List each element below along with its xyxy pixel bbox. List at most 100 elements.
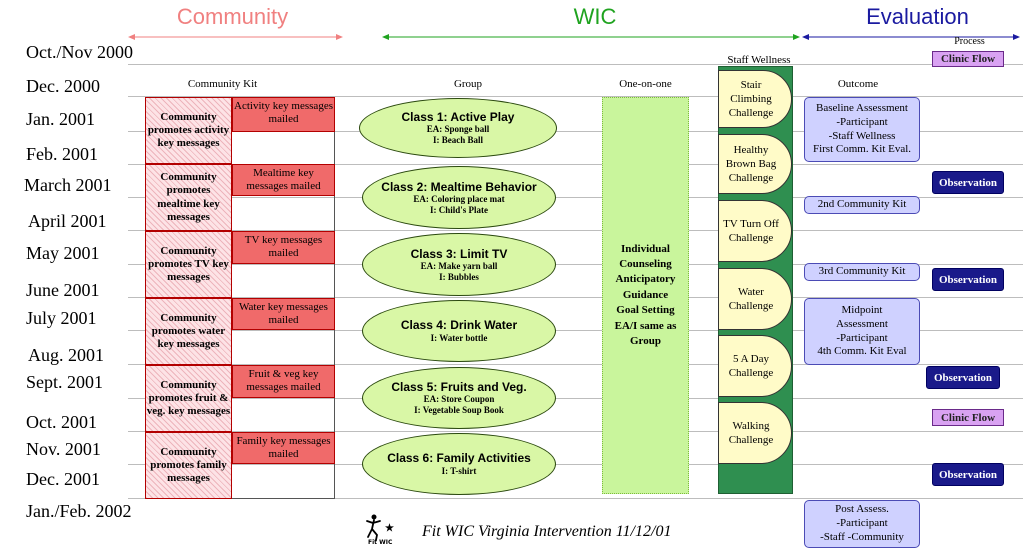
one-on-one-line: Individual xyxy=(621,242,670,255)
class-ea: EA: Make yarn ball xyxy=(420,260,498,271)
grid-line xyxy=(128,398,1023,399)
observation-box: Observation xyxy=(932,463,1004,486)
date-label: May 2001 xyxy=(26,243,100,263)
wic-arrow xyxy=(382,30,800,42)
date-label: Jan./Feb. 2002 xyxy=(26,501,132,521)
date-label: Jan. 2001 xyxy=(26,109,95,129)
class-ellipse: Class 3: Limit TV EA: Make yarn ball I: … xyxy=(362,233,556,296)
grid-line xyxy=(128,197,1023,198)
mailed-box: TV key messages mailed xyxy=(232,231,335,264)
one-on-one-box: Individual Counseling Anticipatory Guida… xyxy=(602,97,689,494)
observation-box: Observation xyxy=(926,366,1000,389)
one-on-one-line: Guidance xyxy=(622,288,669,301)
class-title: Class 5: Fruits and Veg. xyxy=(391,380,527,394)
class-ea: EA: Sponge ball xyxy=(426,124,490,135)
class-incentive: I: Child's Plate xyxy=(429,204,488,215)
grid-line xyxy=(128,96,1023,97)
wic-header: WIC xyxy=(573,4,617,29)
date-label: Feb. 2001 xyxy=(26,144,98,164)
class-title: Class 3: Limit TV xyxy=(410,246,508,261)
column-header-process: Process xyxy=(954,36,985,47)
community-kit-box: Community promotes family messages xyxy=(145,432,232,499)
class-title: Class 6: Family Activities xyxy=(387,451,531,466)
grid-line xyxy=(128,64,1023,65)
date-label: Aug. 2001 xyxy=(28,345,104,365)
date-label: July 2001 xyxy=(26,308,97,328)
evaluation-header: Evaluation xyxy=(866,4,969,29)
observation-box: Observation xyxy=(932,268,1004,291)
class-title: Class 4: Drink Water xyxy=(400,318,518,333)
class-incentive: I: Bubbles xyxy=(439,271,479,282)
column-header-community-kit: Community Kit xyxy=(187,78,258,90)
mailed-box: Water key messages mailed xyxy=(232,298,335,330)
column-header-outcome: Outcome xyxy=(837,78,879,90)
class-incentive: I: Beach Ball xyxy=(432,135,483,146)
grid-line xyxy=(128,264,1023,265)
date-label: April 2001 xyxy=(28,211,107,231)
outcome-3rd-community-kit: 3rd Community Kit xyxy=(804,263,920,281)
outcome-2nd-community-kit: 2nd Community Kit xyxy=(804,196,920,214)
grid-line xyxy=(128,297,1023,298)
grid-line xyxy=(128,464,1023,465)
one-on-one-line: EA/I same as xyxy=(614,319,677,332)
grid-line xyxy=(128,364,1023,365)
date-label: Dec. 2001 xyxy=(26,469,100,489)
outcome-post-assessment: Post Assess.-Participant-Staff -Communit… xyxy=(804,500,920,548)
class-title: Class 1: Active Play xyxy=(401,110,515,124)
clinic-flow-box: Clinic Flow xyxy=(932,409,1004,426)
svg-text:Fit WIC: Fit WIC xyxy=(368,539,393,546)
column-header-group: Group xyxy=(453,78,483,90)
community-kit-box: Community promotes TV key messages xyxy=(145,231,232,298)
mailed-box: Mealtime key messages mailed xyxy=(232,164,335,196)
grid-line xyxy=(128,164,1023,165)
class-ellipse: Class 4: Drink Water I: Water bottle xyxy=(362,300,556,362)
class-ellipse: Class 6: Family Activities I: T-shirt xyxy=(362,433,556,495)
date-label: Dec. 2000 xyxy=(26,76,100,96)
date-label: Oct./Nov 2000 xyxy=(26,42,133,62)
svg-text:★: ★ xyxy=(385,523,394,534)
footer-caption: Fit WIC Virginia Intervention 11/12/01 xyxy=(422,523,672,540)
observation-box: Observation xyxy=(932,171,1004,194)
class-ellipse: Class 1: Active Play EA: Sponge ball I: … xyxy=(359,98,557,158)
class-ellipse: Class 5: Fruits and Veg. EA: Store Coupo… xyxy=(362,367,556,429)
mailed-box: Activity key messages mailed xyxy=(232,97,335,132)
class-incentive: I: Vegetable Soup Book xyxy=(414,405,504,416)
class-incentive: I: T-shirt xyxy=(441,465,477,476)
date-label: Sept. 2001 xyxy=(26,372,104,392)
mailed-box: Fruit & veg key messages mailed xyxy=(232,365,335,398)
outcome-baseline-assessment: Baseline Assessment-Participant-Staff We… xyxy=(804,97,920,162)
grid-line xyxy=(128,330,1023,331)
community-kit-box: Community promotes activity key messages xyxy=(145,97,232,164)
clinic-flow-box: Clinic Flow xyxy=(932,51,1004,67)
evaluation-arrow xyxy=(802,30,1020,42)
community-kit-box: Community promotes fruit & veg. key mess… xyxy=(145,365,232,432)
fit-wic-logo: ★ Fit WIC xyxy=(363,512,403,546)
community-kit-box: Community promotes water key messages xyxy=(145,298,232,365)
date-label: Oct. 2001 xyxy=(26,412,97,432)
mailed-box: Family key messages mailed xyxy=(232,432,335,464)
one-on-one-line: Group xyxy=(630,334,661,347)
community-header: Community xyxy=(176,4,289,29)
class-ellipse: Class 2: Mealtime Behavior EA: Coloring … xyxy=(362,166,556,229)
grid-line xyxy=(128,431,1023,432)
grid-line xyxy=(128,131,1023,132)
one-on-one-line: Counseling xyxy=(619,258,672,271)
community-arrow xyxy=(128,30,343,42)
grid-line xyxy=(128,498,1023,499)
class-ea: EA: Store Coupon xyxy=(423,394,495,405)
class-incentive: I: Water bottle xyxy=(430,332,488,343)
date-label: Nov. 2001 xyxy=(26,439,101,459)
class-title: Class 2: Mealtime Behavior xyxy=(381,179,537,194)
date-label: March 2001 xyxy=(24,175,112,195)
column-header-one-on-one: One-on-one xyxy=(619,78,672,90)
grid-line xyxy=(128,230,1023,231)
one-on-one-line: Anticipatory xyxy=(615,273,676,286)
class-ea: EA: Coloring place mat xyxy=(413,193,505,204)
